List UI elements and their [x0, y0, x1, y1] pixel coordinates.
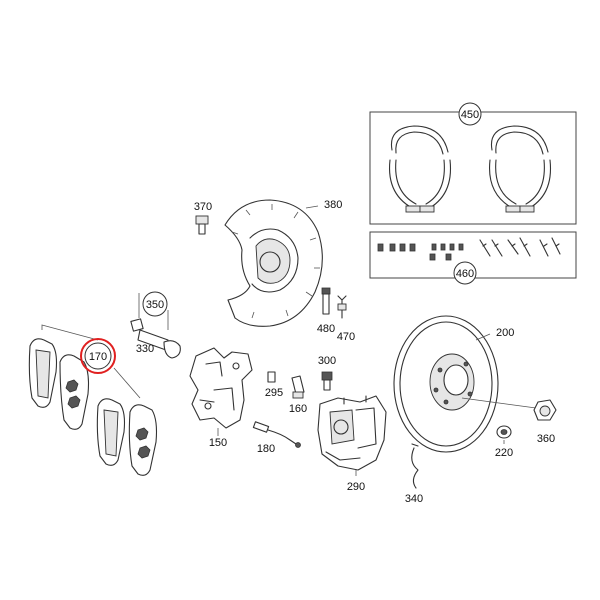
- label-460: 460: [456, 268, 474, 280]
- label-170: 170: [89, 351, 107, 363]
- wear-sensor-180: 180: [252, 421, 301, 455]
- caliper-bolt-300: 300: [318, 355, 336, 391]
- label-200: 200: [496, 327, 514, 339]
- label-470: 470: [337, 331, 355, 343]
- label-290: 290: [347, 481, 365, 493]
- guide-pin-group-350: 330 350: [130, 291, 181, 359]
- caliper-carrier-150: 150: [189, 347, 253, 449]
- callout-450[interactable]: [458, 102, 482, 126]
- label-330: 330: [136, 343, 154, 355]
- hardware-kit-box: 460: [369, 231, 577, 285]
- label-370: 370: [194, 201, 212, 213]
- callout-350[interactable]: [142, 291, 168, 317]
- label-480: 480: [317, 323, 335, 335]
- label-220: 220: [495, 447, 513, 459]
- highlight-ring-170: [80, 338, 116, 374]
- bleeder-screw-160: 160: [289, 375, 307, 415]
- fastener-480: 480: [317, 287, 335, 335]
- backing-plate-380: 380: [224, 199, 342, 327]
- label-380: 380: [324, 199, 342, 211]
- screw-220: 220: [495, 425, 513, 459]
- label-150: 150: [209, 437, 227, 449]
- callout-170[interactable]: [84, 342, 112, 370]
- caliper-290: 290: [317, 395, 387, 493]
- clip-295: 295: [265, 371, 283, 399]
- label-450: 450: [461, 109, 479, 121]
- label-340: 340: [405, 493, 423, 505]
- brake-pad-set-170: 170: [28, 324, 158, 476]
- label-350: 350: [146, 299, 164, 311]
- fastener-470: 470: [337, 295, 355, 343]
- brake-shoe-box: 450: [369, 102, 577, 225]
- label-160: 160: [289, 403, 307, 415]
- label-360: 360: [537, 433, 555, 445]
- callout-460[interactable]: [453, 261, 477, 285]
- brake-disc-200: 200: [393, 315, 514, 453]
- label-295: 295: [265, 387, 283, 399]
- bolt-370: 370: [194, 201, 212, 235]
- bolt-360: 360: [461, 397, 557, 445]
- spring-clip-340: 340: [405, 443, 423, 505]
- label-180: 180: [257, 443, 275, 455]
- label-300: 300: [318, 355, 336, 367]
